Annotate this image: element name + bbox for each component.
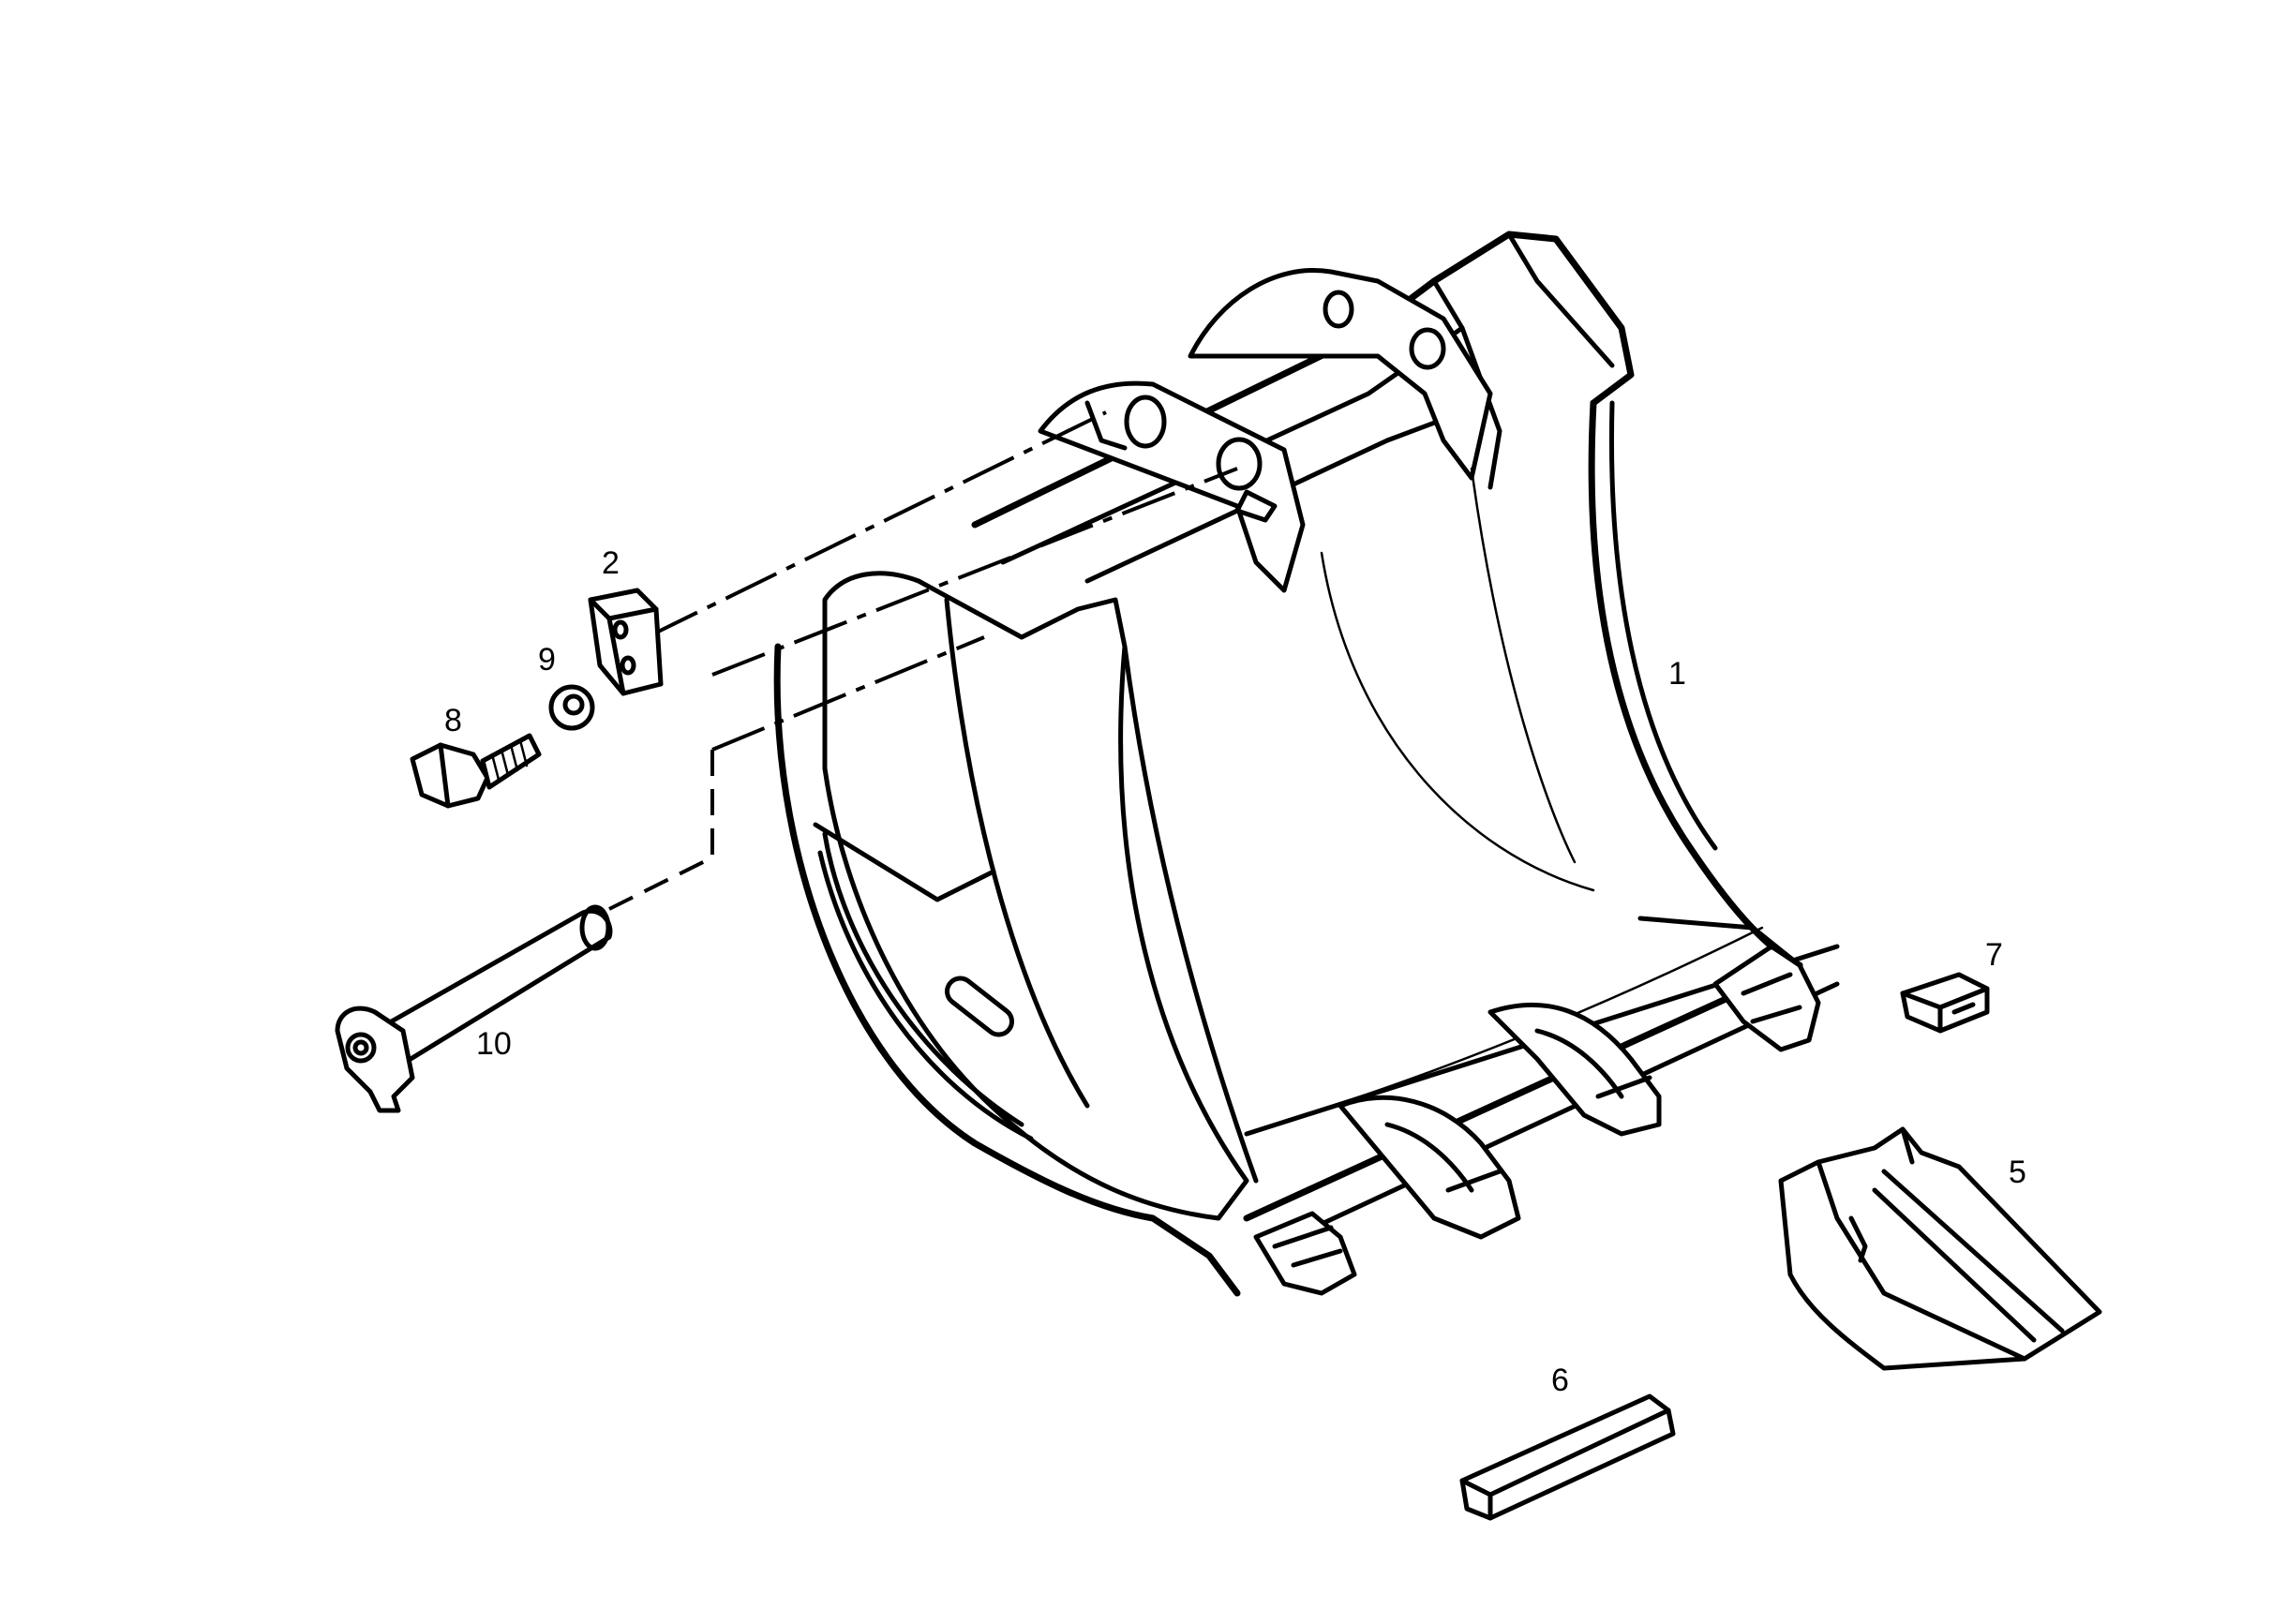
tooth-adapter-2 — [1338, 1095, 1521, 1240]
callout-5: 5 — [2009, 1155, 2026, 1190]
pin-axis-lines — [608, 410, 1238, 911]
tooth-adapter-left — [1253, 1211, 1357, 1296]
tooth-adapter-3 — [1487, 1002, 1662, 1137]
lock-plate — [588, 588, 664, 696]
callout-6: 6 — [1551, 1363, 1569, 1398]
callout-1: 1 — [1668, 656, 1686, 692]
callout-7: 7 — [1985, 937, 2003, 973]
callout-10: 10 — [476, 1026, 512, 1062]
callout-8: 8 — [444, 703, 462, 738]
bucket-body — [773, 231, 1840, 1297]
wear-strip — [1459, 1393, 1676, 1521]
pivot-pin — [335, 904, 613, 1113]
tooth-adapter-right — [1712, 944, 1821, 1052]
washer — [548, 684, 595, 731]
bolt — [410, 733, 542, 809]
callout-9: 9 — [538, 642, 556, 678]
bucket-tooth — [1778, 1126, 2102, 1371]
callout-2: 2 — [602, 545, 620, 581]
tooth-retainer — [1900, 972, 1990, 1034]
